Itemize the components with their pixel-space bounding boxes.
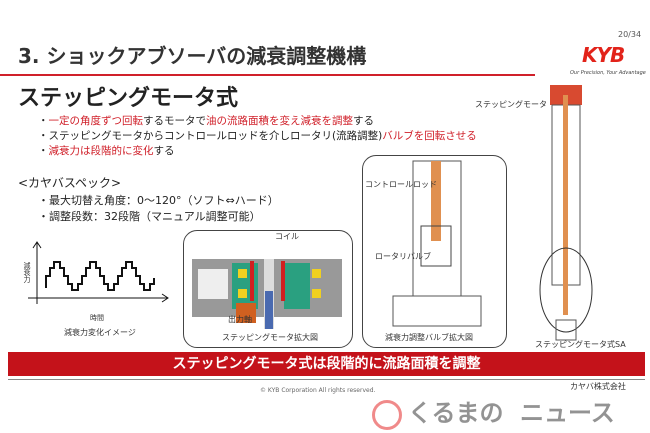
motor-diagram-box: [183, 230, 353, 348]
slide-title: 3. ショックアブソーバの減衰調整機構: [18, 44, 367, 68]
stepping-motor-illustration: [192, 259, 342, 329]
shock-absorber-illustration: [539, 85, 593, 341]
damping-graph: [28, 241, 169, 304]
watermark-line1: くるまの: [408, 399, 504, 427]
copyright: © KYB Corporation All rights reserved.: [260, 387, 376, 394]
spec-item: ・最大切替え角度：0～120°（ソフト⇔ハード）: [38, 194, 279, 207]
page-number: 20/34: [618, 30, 642, 39]
coil-label: コイル: [275, 232, 299, 241]
graph-ylabel: 減衰力: [23, 262, 31, 283]
motor-caption: ステッピングモータ拡大図: [222, 333, 318, 342]
title-divider: [0, 74, 535, 76]
bullet-2: ・ステッピングモータからコントロールロッドを介しロータリ(流路調整)バルブを回転…: [38, 130, 477, 142]
shock-caption: ステッピングモータ式SA: [535, 340, 626, 349]
valve-caption: 減衰力調整バルブ拡大図: [385, 333, 473, 342]
graph-xlabel: 時間: [90, 314, 104, 322]
control-rod-label: コントロールロッド: [365, 180, 437, 189]
watermark-line2: ニュース: [520, 399, 615, 427]
logo-tagline: Our Precision, Your Advantage: [570, 70, 646, 76]
valve-diagram-box: [362, 155, 507, 348]
bullet-1: ・一定の角度ずつ回転するモータで油の流路面積を変え減衰を調整する: [38, 115, 374, 127]
footer-divider: [8, 379, 645, 380]
valve-illustration: [392, 160, 482, 327]
spec-item: ・調整段数：32段階（マニュアル調整可能）: [38, 210, 261, 223]
graph-caption: 減衰力変化イメージ: [64, 328, 136, 337]
rotary-valve-label: ロータリバルブ: [375, 252, 431, 261]
output-shaft-label: 出力軸: [228, 315, 252, 324]
section-heading: ステッピングモータ式: [18, 86, 239, 111]
spec-heading: <カヤバスペック>: [18, 176, 122, 190]
bullet-3: ・減衰力は段階的に変化する: [38, 145, 175, 157]
watermark-logo-icon: [372, 400, 402, 430]
kyb-logo: KYB: [582, 43, 625, 67]
stepped-wave: [45, 261, 155, 291]
summary-banner: ステッピングモータ式は段階的に流路面積を調整: [8, 352, 645, 376]
stepping-motor-label: ステッピングモータ: [475, 100, 547, 109]
company-name: カヤバ株式会社: [570, 382, 626, 391]
